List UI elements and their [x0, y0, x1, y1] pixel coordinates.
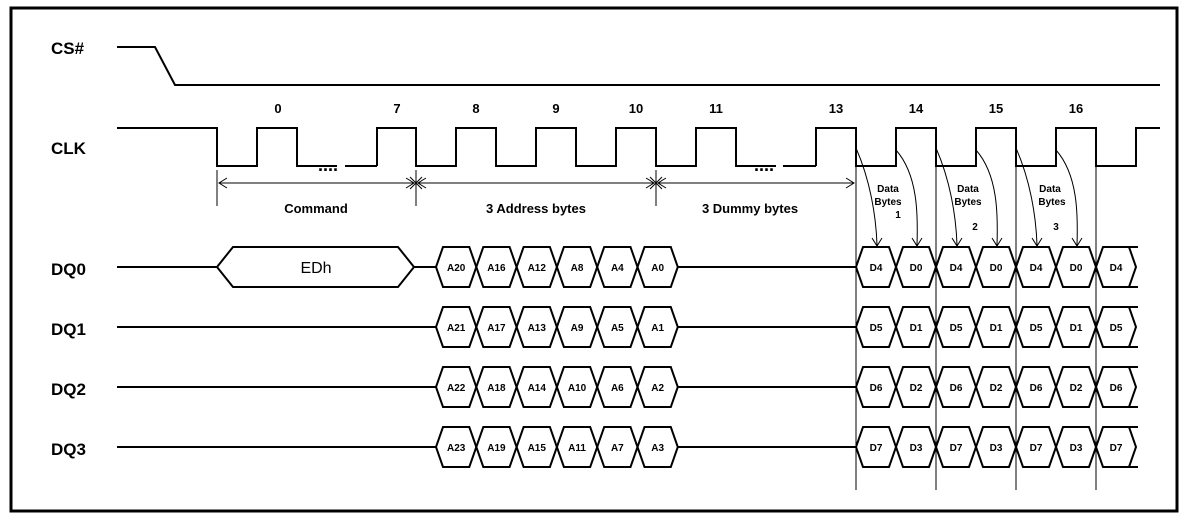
clock-number: 9 [552, 101, 559, 116]
note-line: Data [1039, 184, 1061, 195]
data-cell-label: D0 [910, 263, 923, 274]
dummy-phase-label: 3 Dummy bytes [702, 201, 798, 216]
clock-number: 10 [629, 101, 643, 116]
data-cell-label: D6 [1110, 383, 1123, 394]
data-cell-label: D5 [1030, 323, 1043, 334]
note-line: Data [957, 184, 979, 195]
clock-number: 7 [393, 101, 400, 116]
cs-label: CS# [51, 39, 85, 58]
address-cell-label: A22 [447, 383, 466, 394]
data-cell-label: D3 [990, 443, 1003, 454]
address-cell-label: A21 [447, 323, 466, 334]
clock-number: 14 [909, 101, 924, 116]
data-cell-label: D2 [910, 383, 923, 394]
note-line: 2 [972, 222, 978, 233]
note-line: Data [877, 184, 899, 195]
data-cell-label: D5 [950, 323, 963, 334]
data-cell-label: D4 [1030, 263, 1043, 274]
data-cell-label: D0 [1070, 263, 1083, 274]
address-cell-label: A18 [487, 383, 506, 394]
address-cell-label: A4 [611, 263, 624, 274]
dq0-label: DQ0 [51, 260, 86, 279]
command-phase-label: Command [284, 201, 348, 216]
address-cell-label: A11 [568, 443, 586, 454]
data-cell-label: D1 [990, 323, 1003, 334]
data-cell-label: D2 [990, 383, 1003, 394]
data-cell-label: D6 [1030, 383, 1043, 394]
data-cell-label: D2 [1070, 383, 1083, 394]
clock-number: 15 [989, 101, 1003, 116]
address-cell-label: A10 [568, 383, 587, 394]
data-byte-note-1: Data Bytes 1 [874, 184, 902, 221]
note-line: 3 [1053, 222, 1059, 233]
clock-number: 13 [829, 101, 843, 116]
cs-waveform [117, 46, 1160, 86]
address-cell-label: A19 [487, 443, 506, 454]
address-cell-label: A8 [571, 263, 584, 274]
address-phase-label: 3 Address bytes [486, 201, 586, 216]
data-cell-label: D7 [950, 443, 963, 454]
data-cell-label: D7 [870, 443, 883, 454]
data-cell [1094, 426, 1138, 468]
address-cell-label: A2 [651, 383, 664, 394]
address-cell-label: A16 [487, 263, 506, 274]
data-cell [1094, 306, 1138, 348]
clk-waveform [117, 127, 1160, 167]
address-cell-label: A17 [487, 323, 506, 334]
note-line: Bytes [1038, 197, 1066, 208]
data-cell-label: D3 [1070, 443, 1083, 454]
data-cell-label: D6 [950, 383, 963, 394]
data-cell-label: D0 [990, 263, 1003, 274]
dq3-label: DQ3 [51, 440, 86, 459]
clock-number: 16 [1069, 101, 1083, 116]
address-cell-label: A6 [611, 383, 624, 394]
note-line: Bytes [874, 197, 902, 208]
data-cell-label: D1 [910, 323, 923, 334]
data-cell-label: D5 [1110, 323, 1123, 334]
address-cell-label: A9 [571, 323, 584, 334]
data-byte-note-2: Data Bytes 2 [954, 184, 982, 233]
data-cell-label: D4 [1110, 263, 1123, 274]
command-value: EDh [300, 260, 331, 277]
clock-number: 11 [709, 101, 723, 116]
data-cell [1094, 246, 1138, 288]
clk-label: CLK [51, 139, 87, 158]
data-cell-label: D4 [870, 263, 883, 274]
clock-number: 8 [472, 101, 479, 116]
data-cell-label: D4 [950, 263, 963, 274]
dq1-label: DQ1 [51, 320, 86, 339]
note-line: 1 [895, 210, 901, 221]
address-cell-label: A3 [651, 443, 664, 454]
clock-number: 0 [274, 101, 281, 116]
address-cell-label: A5 [611, 323, 624, 334]
address-cell-label: A1 [651, 323, 664, 334]
address-cell-label: A23 [447, 443, 466, 454]
data-cell-label: D6 [870, 383, 883, 394]
address-cell-label: A0 [651, 263, 664, 274]
address-cell-label: A15 [528, 443, 547, 454]
address-cell-label: A12 [528, 263, 547, 274]
data-cell-label: D1 [1070, 323, 1083, 334]
clk-dots-2: .... [754, 155, 774, 175]
clock-numbers: 0 7 8 9 10 11 13 14 15 16 [274, 101, 1083, 116]
data-cell [1094, 366, 1138, 408]
data-cell-label: D7 [1110, 443, 1123, 454]
data-byte-note-3: Data Bytes 3 [1038, 184, 1066, 233]
note-line: Bytes [954, 197, 982, 208]
clk-dots-1: .... [318, 155, 338, 175]
data-cell-label: D7 [1030, 443, 1043, 454]
dq2-label: DQ2 [51, 380, 86, 399]
address-cell-label: A7 [611, 443, 624, 454]
data-cell-label: D3 [910, 443, 923, 454]
phase-spans [216, 145, 857, 490]
address-cell-label: A20 [447, 263, 466, 274]
diagram-frame [9, 6, 1179, 513]
command-bus [215, 246, 416, 288]
address-cell-label: A13 [528, 323, 547, 334]
data-cell-label: D5 [870, 323, 883, 334]
address-cell-label: A14 [528, 383, 547, 394]
